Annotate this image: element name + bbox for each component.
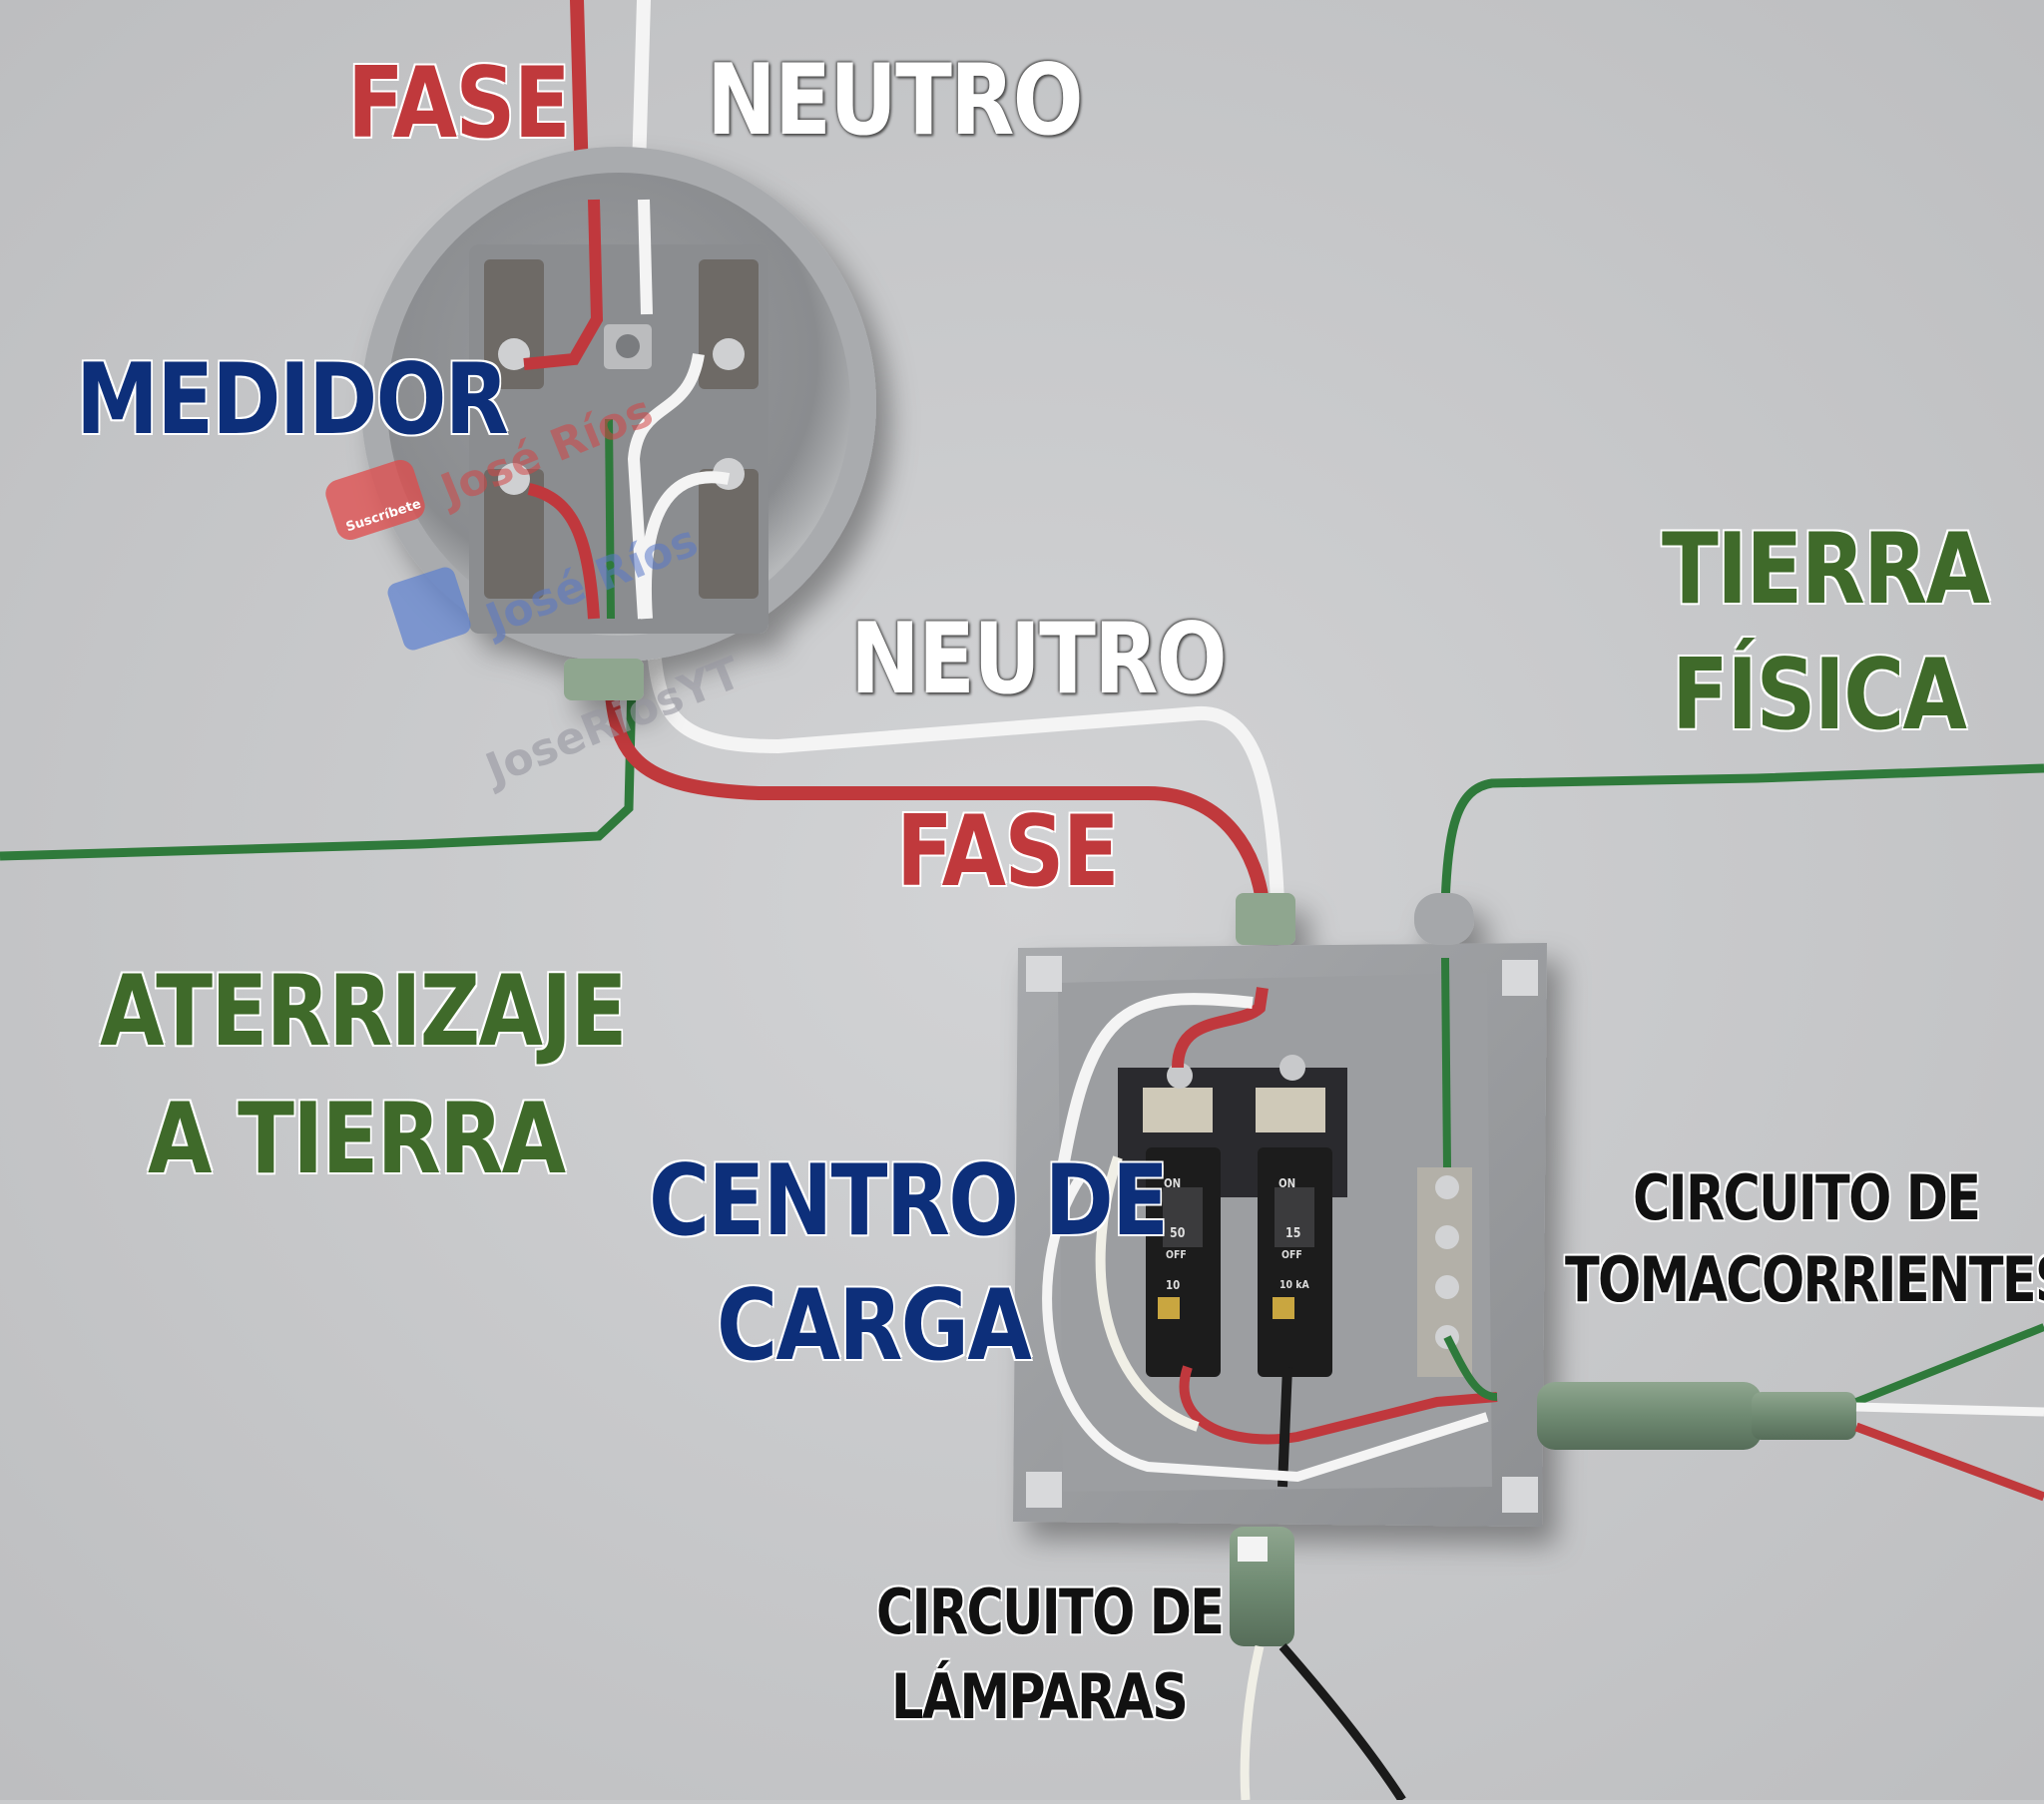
aterrizaje-label-1: ATERRIZAJE [100,955,627,1069]
neutro-mid-label: NEUTRO [850,603,1228,716]
lamparas-label-2: LÁMPARAS [891,1660,1189,1733]
fase-mid-label: FASE [896,795,1120,909]
medidor-meter-base [361,147,876,700]
fase-top-label: FASE [347,47,571,161]
breaker-right-on: ON [1278,1176,1296,1190]
fase-wire-to-panel [604,672,1270,910]
breaker-left-rating: 50 [1170,1226,1186,1241]
breaker-right-off: OFF [1281,1248,1302,1261]
centro-de-carga-box [1013,893,1547,1527]
breaker-left-on: ON [1164,1176,1182,1190]
lamparas-label-1: CIRCUITO DE [876,1576,1225,1648]
aterrizaje-label-2: A TIERRA [148,1083,566,1196]
facebook-icon [387,567,471,651]
tierra-fisica-label-1: TIERRA [1662,513,1990,627]
tomas-red-wire [1854,1422,2044,1502]
breaker-left-off: OFF [1166,1248,1187,1261]
breaker-right-rating: 15 [1285,1226,1301,1241]
medidor-label: MEDIDOR [76,343,509,457]
lamparas-white-wire [1240,1644,1265,1801]
tomas-label-2: TOMACORRIENTES [1565,1243,2044,1316]
lamparas-black-wire [1278,1643,1406,1803]
breaker-left-ka: 10 [1166,1278,1181,1292]
neutro-wire-to-panel [647,642,1284,910]
tierra-fisica-label-2: FÍSICA [1672,639,1967,752]
youtube-icon [325,459,425,541]
breaker-right-ka: 10 kA [1279,1278,1309,1291]
tomas-green-wire [1854,1323,2044,1406]
tierra-fisica-wire [1440,763,2044,909]
neutro-top-label: NEUTRO [707,44,1084,158]
tomas-label-1: CIRCUITO DE [1633,1161,1981,1234]
tomas-white-wire [1855,1402,2044,1417]
aterrizaje-ground-wire [0,598,639,861]
centro-de-carga-label-2: CARGA [717,1269,1032,1383]
centro-de-carga-label-1: CENTRO DE [649,1144,1169,1258]
tomas-conduit [1537,1382,1762,1450]
